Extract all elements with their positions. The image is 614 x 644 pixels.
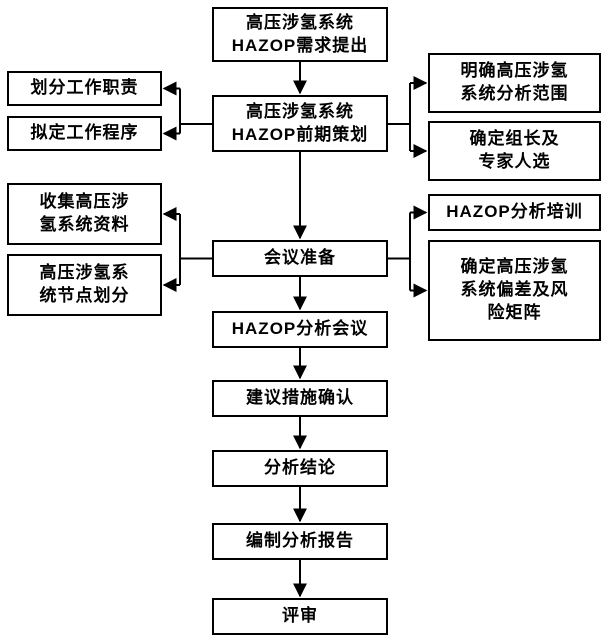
node-hazop-requirement: 高压涉氢系统 HAZOP需求提出	[212, 7, 388, 62]
node-work-responsibilities: 划分工作职责	[7, 71, 162, 106]
node-hazop-training: HAZOP分析培训	[428, 194, 601, 231]
node-team-leader-experts: 确定组长及 专家人选	[428, 121, 601, 181]
node-deviation-risk-matrix: 确定高压涉氢 系统偏差及风 险矩阵	[428, 240, 601, 341]
node-review: 评审	[212, 598, 388, 635]
node-report-compilation: 编制分析报告	[212, 523, 388, 560]
node-meeting-preparation: 会议准备	[212, 240, 388, 277]
node-measures-confirmation: 建议措施确认	[212, 380, 388, 417]
node-system-node-division: 高压涉氢系 统节点划分	[7, 254, 162, 316]
node-analysis-scope: 明确高压涉氢 系统分析范围	[428, 53, 601, 113]
node-hazop-analysis-meeting: HAZOP分析会议	[212, 311, 388, 348]
node-collect-system-data: 收集高压涉 氢系统资料	[7, 183, 162, 245]
node-hazop-planning: 高压涉氢系统 HAZOP前期策划	[212, 95, 388, 152]
node-analysis-conclusion: 分析结论	[212, 450, 388, 487]
node-work-procedures: 拟定工作程序	[7, 116, 162, 151]
